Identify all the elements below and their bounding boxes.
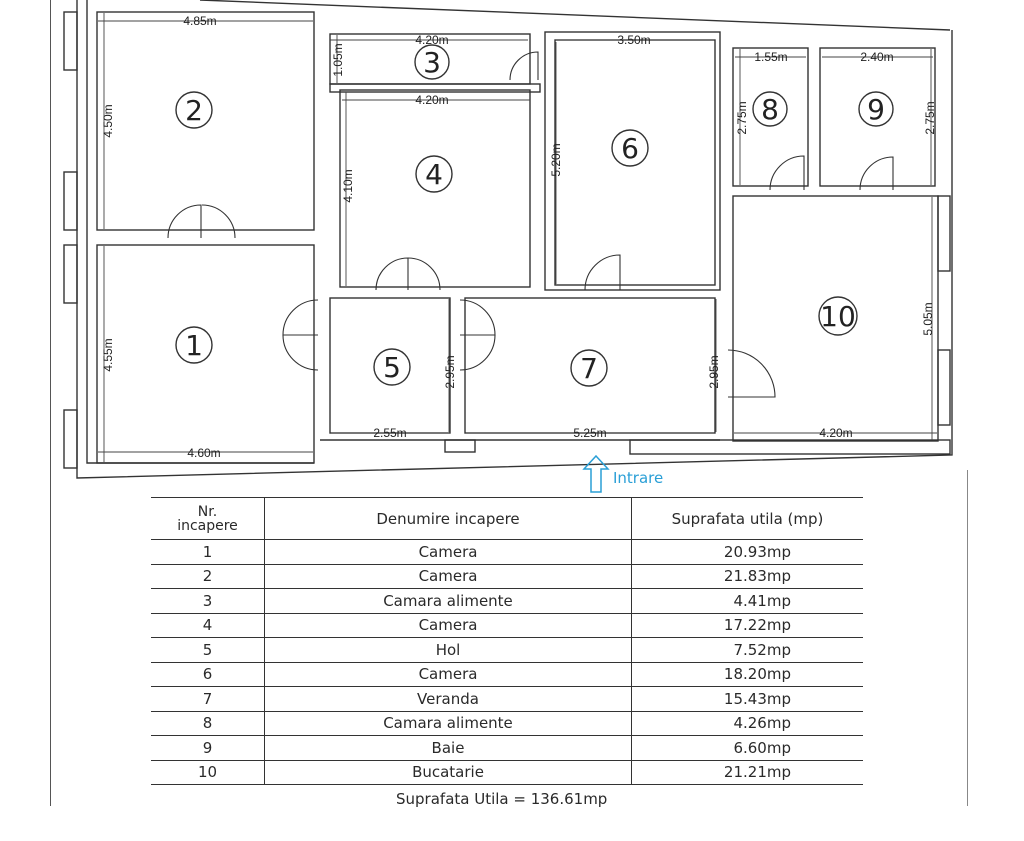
cell-area: 4.41mp	[733, 591, 791, 610]
cell-area: 17.22mp	[723, 616, 791, 635]
cell-area: 7.52mp	[733, 640, 791, 659]
cell-name: Camera	[265, 613, 632, 637]
dim-r10-width: 4.20m	[819, 426, 852, 440]
cell-area: 4.26mp	[733, 714, 791, 733]
cell-area: 15.43mp	[723, 689, 791, 708]
header-nr-line1: Nr.	[197, 503, 218, 520]
page-border-right	[967, 470, 968, 806]
cell-nr: 4	[151, 613, 265, 637]
dim-r10-height: 5.05m	[921, 302, 935, 335]
dim-r6-height: 5.20m	[549, 143, 563, 176]
cell-nr: 10	[151, 760, 265, 784]
header-nr-line2: incapere	[177, 517, 238, 534]
dim-r2-height: 4.50m	[101, 104, 115, 137]
cell-nr: 6	[151, 662, 265, 686]
header-nr: Nr. incapere	[151, 498, 265, 539]
cell-nr: 8	[151, 711, 265, 735]
dim-r1-height: 4.55m	[101, 338, 115, 371]
doors	[167, 51, 894, 398]
header-name: Denumire incapere	[265, 498, 632, 539]
cell-name: Camera	[265, 662, 632, 686]
entrance-marker: Intrare	[582, 454, 663, 493]
entrance-arrow-icon	[582, 454, 610, 493]
dim-r3-height: 1.05m	[331, 43, 345, 76]
cell-nr: 9	[151, 736, 265, 760]
cell-name: Hol	[265, 638, 632, 662]
dim-r1-width: 4.60m	[187, 446, 220, 460]
page-border-left	[50, 0, 52, 806]
room-number-10: 10	[820, 300, 856, 333]
dim-r7-height: 2.95m	[707, 355, 721, 388]
room-number-5: 5	[383, 351, 401, 384]
entrance-label: Intrare	[613, 469, 663, 487]
cell-area: 6.60mp	[733, 738, 791, 757]
room-number-3: 3	[423, 46, 441, 79]
cell-area: 21.21mp	[723, 763, 791, 782]
cell-area: 18.20mp	[723, 665, 791, 684]
dim-r2-width: 4.85m	[183, 14, 216, 28]
floor-plan: 4.85m 4.50m 4.20m 1.05m 4.20m 4.10m 3.50…	[63, 0, 953, 493]
dim-r4-width: 4.20m	[415, 93, 448, 107]
cell-area: 21.83mp	[723, 567, 791, 586]
cell-nr: 2	[151, 564, 265, 588]
room-number-6: 6	[621, 132, 639, 165]
cell-name: Veranda	[265, 687, 632, 711]
dim-r7-width: 5.25m	[573, 426, 606, 440]
walls	[63, 0, 953, 479]
room-number-7: 7	[580, 352, 598, 385]
cell-area: 20.93mp	[723, 542, 791, 561]
cell-nr: 5	[151, 638, 265, 662]
dimension-labels: 4.85m 4.50m 4.20m 1.05m 4.20m 4.10m 3.50…	[101, 14, 937, 460]
cell-name: Camera	[265, 564, 632, 588]
cell-nr: 7	[151, 687, 265, 711]
total-area: Suprafata Utila = 136.61mp	[396, 790, 608, 808]
dim-r4-height: 4.10m	[341, 169, 355, 202]
cell-nr: 1	[151, 540, 265, 564]
table-header: Nr. incapere Denumire incapere Suprafata…	[151, 497, 863, 540]
cell-name: Camera	[265, 540, 632, 564]
dim-r5-width: 2.55m	[373, 426, 406, 440]
dimension-lines	[98, 13, 937, 462]
room-number-4: 4	[425, 158, 443, 191]
room-number-8: 8	[761, 93, 779, 126]
room-number-1: 1	[185, 329, 203, 362]
cell-name: Camara alimente	[265, 711, 632, 735]
dim-r9-width: 2.40m	[860, 50, 893, 64]
cell-name: Bucatarie	[265, 760, 632, 784]
dim-r8-width: 1.55m	[754, 50, 787, 64]
cell-name: Baie	[265, 736, 632, 760]
dim-r6-width: 3.50m	[617, 33, 650, 47]
dim-r8-height: 2.75m	[735, 101, 749, 134]
room-numbers: 1 2 3 4 5 6 7 8 9 10	[175, 44, 894, 387]
dim-r9-height: 2.75m	[923, 101, 937, 134]
cell-name: Camara alimente	[265, 589, 632, 613]
header-area: Suprafata utila (mp)	[671, 509, 824, 528]
room-number-9: 9	[867, 93, 885, 126]
cell-nr: 3	[151, 589, 265, 613]
room-number-2: 2	[185, 94, 203, 127]
area-table: Nr. incapere Denumire incapere Suprafata…	[151, 497, 863, 785]
dim-r5-height: 2.95m	[443, 355, 457, 388]
dim-r3-width: 4.20m	[415, 33, 448, 47]
